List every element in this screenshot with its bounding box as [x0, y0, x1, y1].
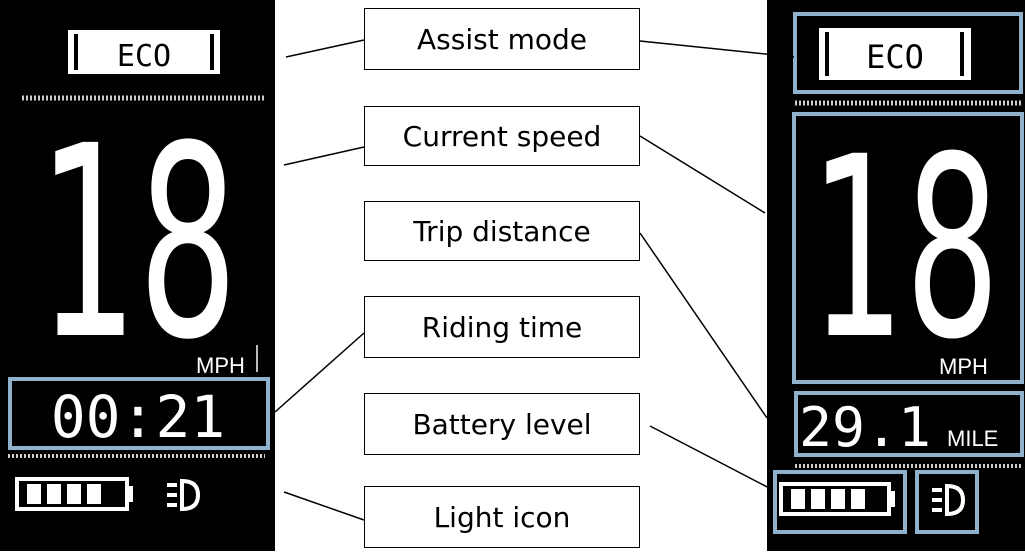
left-battery-icon	[15, 477, 133, 511]
leader-light-left	[283, 491, 365, 521]
label-light-icon: Light icon	[364, 486, 640, 548]
left-eco-bracket-right	[210, 34, 214, 70]
label-battery-level: Battery level	[364, 393, 640, 455]
label-current-speed: Current speed	[364, 106, 640, 166]
leader-assist-left	[285, 39, 365, 58]
label-assist-mode: Assist mode	[364, 8, 640, 70]
right-mode-highlight	[793, 12, 1023, 94]
left-speed-value: 18	[38, 90, 238, 398]
right-battery-highlight	[773, 470, 907, 534]
left-lcd-display: ECO 18 MPH 00:21	[0, 0, 275, 551]
left-mode-text: ECO	[117, 39, 171, 74]
right-eco-badge	[819, 28, 971, 80]
right-light-highlight	[915, 470, 979, 534]
leader-trip-right	[639, 232, 768, 419]
left-riding-time-highlight	[8, 377, 270, 450]
right-battery-icon	[779, 482, 895, 516]
leader-riding-left	[274, 332, 365, 413]
right-speed-value: 18	[810, 103, 1000, 394]
leader-speed-left	[283, 146, 365, 166]
left-lcd-graphics: ECO 18 MPH 00:21	[8, 30, 270, 512]
left-headlight-icon	[167, 478, 201, 512]
right-lcd-graphics: ECO 18 MPH 29.1 MILE	[773, 12, 1024, 534]
left-speed-unit: MPH	[196, 353, 245, 378]
right-headlight-icon	[932, 483, 966, 517]
right-speed-highlight	[792, 112, 1024, 384]
leader-speed-right	[639, 135, 766, 214]
left-riding-time-value: 00:21	[51, 383, 226, 451]
right-distance-unit: MILE	[947, 426, 998, 451]
right-mode-text: ECO	[866, 38, 924, 76]
right-lcd-display: ECO 18 MPH 29.1 MILE	[767, 0, 1025, 551]
right-distance-highlight	[794, 391, 1024, 457]
left-eco-badge	[68, 30, 220, 74]
label-riding-time: Riding time	[364, 296, 640, 358]
label-trip-distance: Trip distance	[364, 201, 640, 261]
leader-battery-right	[649, 425, 774, 491]
right-speed-unit: MPH	[939, 354, 988, 379]
leader-assist-right	[639, 40, 795, 58]
right-trip-distance-value: 29.1	[799, 396, 931, 459]
left-eco-bracket-left	[74, 34, 78, 70]
